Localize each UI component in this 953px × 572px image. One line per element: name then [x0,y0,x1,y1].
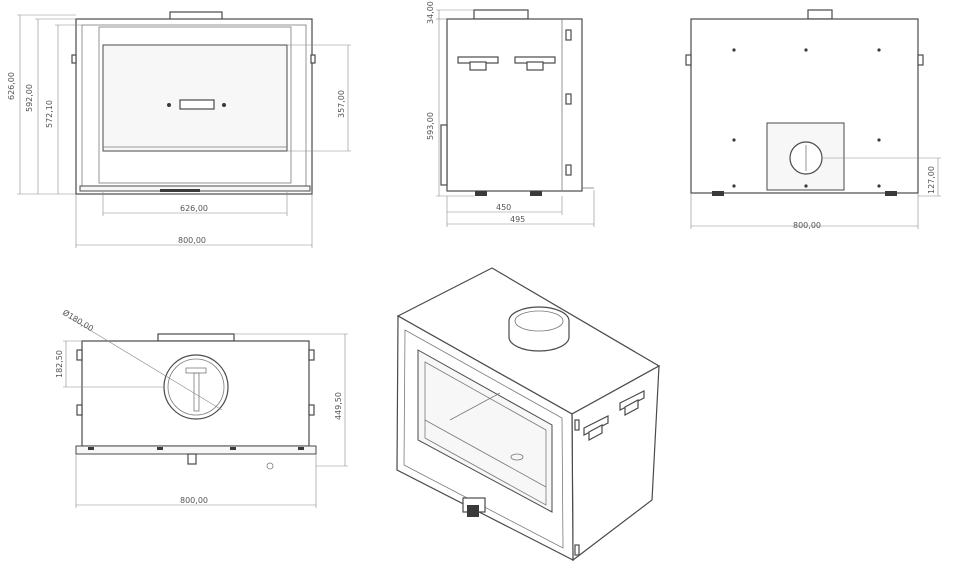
dim-leader-diameter [69,317,223,411]
front-hinge-right [310,54,316,64]
dim-side-top-offset: 34,00 [426,1,435,24]
iso-side-handle-rear [619,390,645,417]
side-foot-right [530,191,542,196]
front-view: 626,00 592,00 572,10 357,00 626,00 800,0… [7,11,351,248]
side-handle-right [514,56,556,71]
side-rear-bracket [440,124,448,186]
iso-lever-knob [467,505,479,517]
iso-side-handle-front [583,415,609,442]
front-knob-left [167,103,171,107]
back-foot-left [712,191,724,196]
front-glass-window [102,44,288,152]
dim-front-window-height: 357,00 [337,90,346,118]
top-handle-right-a [308,349,315,361]
front-air-lever [160,189,200,192]
front-control-slot [179,99,215,110]
top-lever-handle [187,453,197,465]
front-hinge-left [71,54,77,64]
dim-front-height-mid: 592,00 [25,84,34,112]
top-front-frame-edge [157,333,235,342]
front-knob-right [222,103,226,107]
iso-frame-inner-edge [403,329,564,549]
dim-front-width: 800,00 [178,236,206,245]
side-hinge-mid [565,93,572,105]
iso-firebox-floor-line [424,419,547,488]
top-front-frame [75,445,317,455]
dim-top-depth: 449,50 [334,392,343,420]
iso-hinge-top [574,419,580,431]
iso-firebox-opening [424,361,547,506]
iso-firebox-grate-hole [510,453,524,461]
side-foot-left [475,191,487,196]
dim-top-flue-offset: 182,50 [55,350,64,378]
dim-side-height: 593,00 [426,112,435,140]
back-hinge-right [917,54,924,66]
side-handle-left [457,56,499,71]
front-door-frame [98,26,292,184]
isometric-view [396,267,661,562]
top-air-knob [266,462,274,470]
side-body [446,18,583,192]
iso-firebox-back-edge [449,392,501,421]
top-handle-left-a [76,349,83,361]
top-flue-outer [163,354,229,420]
dim-back-flue-offset: 127,00 [927,166,936,194]
dim-front-window-width: 626,00 [180,204,208,213]
back-foot-right [885,191,897,196]
dim-side-depth-inner: 450 [496,203,511,212]
iso-flue-collar-inner [514,310,564,332]
dim-side-depth-outer: 495 [510,215,525,224]
iso-hinge-bottom [574,544,580,556]
back-flue-collar [807,9,833,20]
back-screws [732,48,881,188]
back-hinge-left [685,54,692,66]
side-view: 34,00 593,00 450 495 [426,1,595,227]
dim-back-width: 800,00 [793,221,821,230]
side-hinge-bottom [565,164,572,176]
top-flue-tstem [193,372,200,412]
top-view: Ø180,00 182,50 449,50 800,00 [55,307,348,508]
top-flue-inner [167,358,225,416]
top-clips [88,447,304,450]
top-handle-right-b [308,404,315,416]
top-handle-left-b [76,404,83,416]
back-view: 800,00 127,00 [685,9,941,230]
side-flue-collar [473,9,529,20]
dim-top-width: 800,00 [180,496,208,505]
dim-front-height-outer: 626,00 [7,72,16,100]
dim-front-height-inner: 572,10 [45,100,54,128]
dim-top-flue-diameter: Ø180,00 [61,307,96,333]
side-hinge-top [565,29,572,41]
